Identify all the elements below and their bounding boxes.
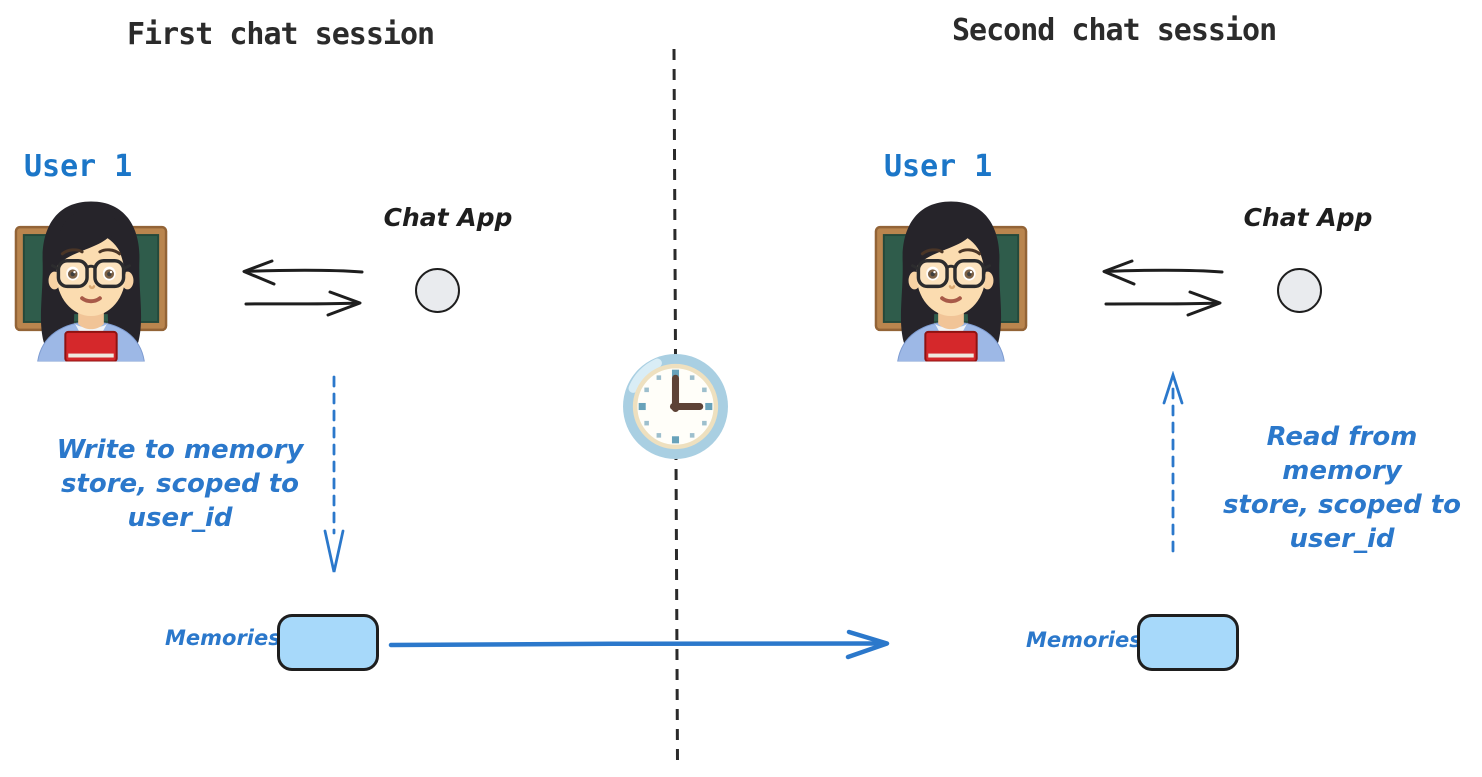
chat-app-circle-icon [415,268,460,313]
memory-store-box [1137,614,1239,671]
annotation-line: Read from memory [1266,422,1418,486]
chat-app-label: Chat App [383,203,513,232]
annotation-line: store, scoped to [1222,490,1462,520]
request-response-arrows-icon [238,258,366,318]
memory-store-box [277,614,379,671]
chat-app-label: Chat App [1243,203,1373,232]
memory-transfer-arrow-icon [388,628,897,662]
annotation-line: user_id [127,503,233,533]
read-memory-arrow-icon [1159,371,1189,557]
memories-label: Memories [1026,628,1142,652]
chat-app-circle-icon [1277,268,1322,313]
request-response-arrows-icon [1098,258,1226,318]
write-annotation: Write to memory store, scoped to user_id [30,433,330,535]
session-title: First chat session [127,17,435,52]
annotation-line: Write to memory [56,435,304,465]
session-title: Second chat session [952,13,1277,48]
annotation-line: user_id [1289,524,1395,554]
user-label: User 1 [24,149,133,184]
woman-teacher-icon [872,197,1030,362]
annotation-line: store, scoped to [60,469,300,499]
read-annotation: Read from memory store, scoped to user_i… [1204,420,1480,556]
memories-label: Memories [165,626,281,650]
user-label: User 1 [884,149,993,184]
woman-teacher-icon [12,197,170,362]
clock-icon [621,352,730,461]
